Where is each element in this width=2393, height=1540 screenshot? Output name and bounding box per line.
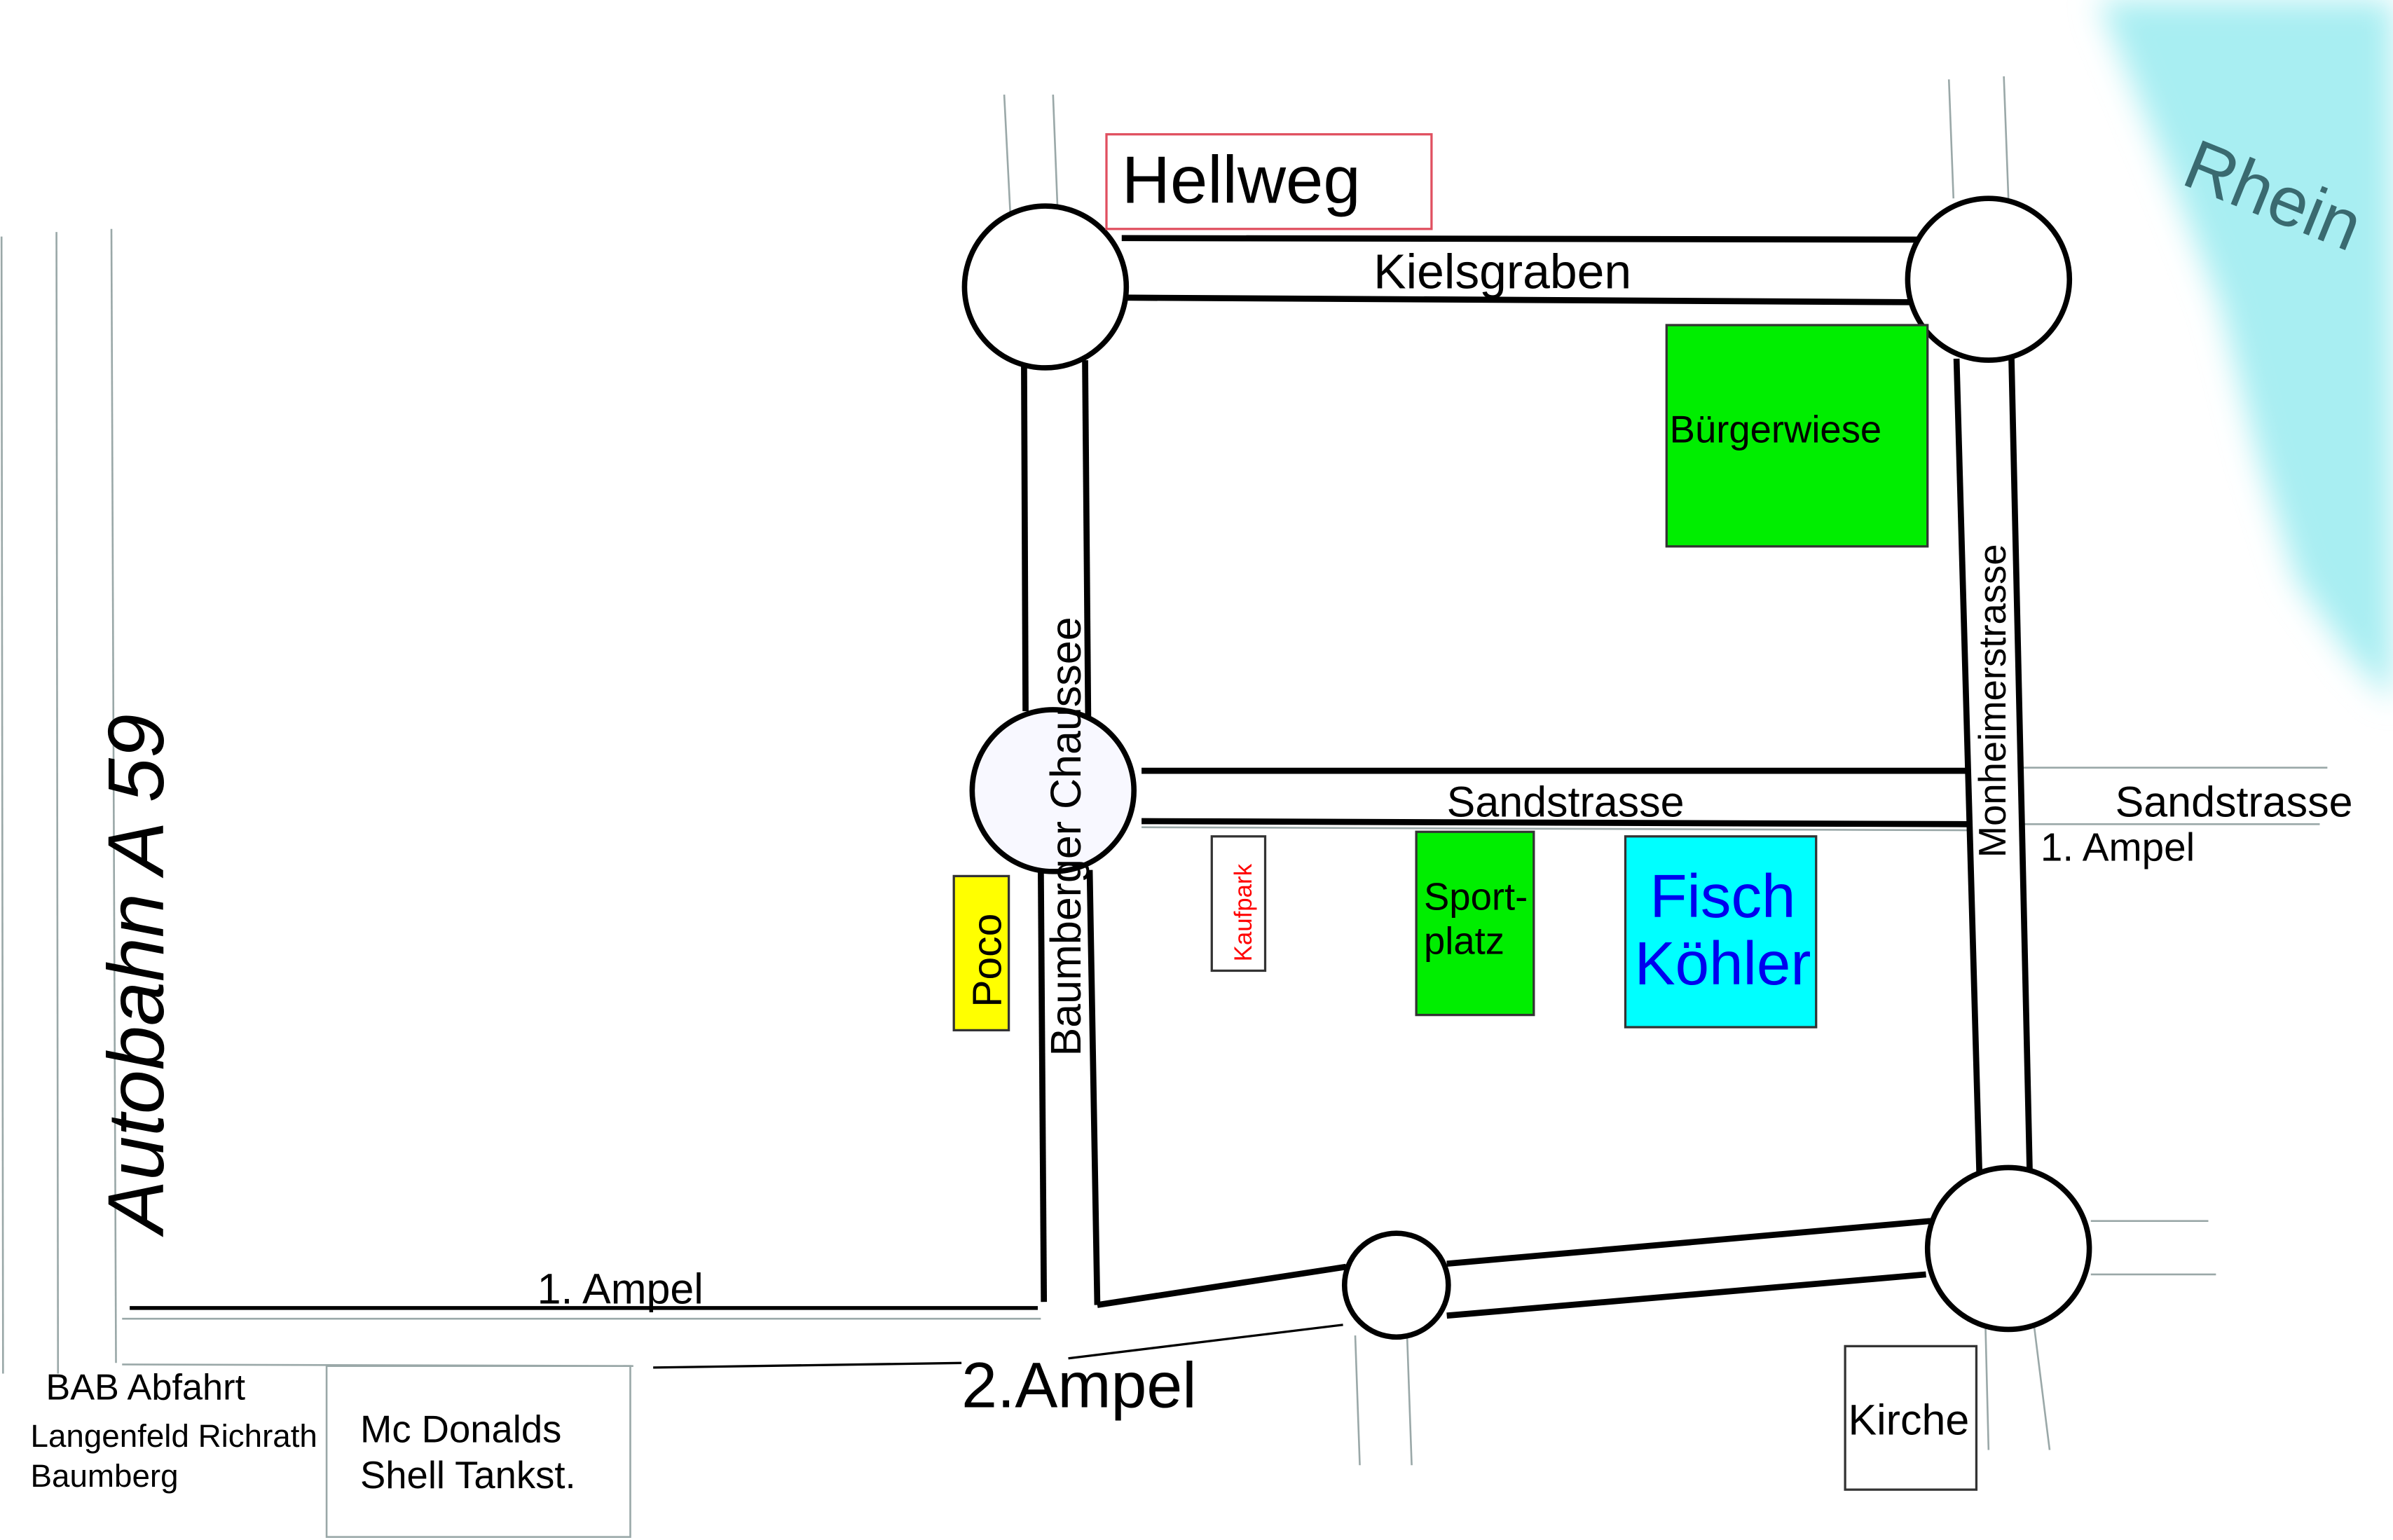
label-bab-line3: Baumberg bbox=[31, 1458, 179, 1494]
thin-lines bbox=[0, 76, 2328, 1466]
hellweg-box bbox=[1105, 133, 1433, 231]
fisch-koehler-box bbox=[1624, 835, 1818, 1029]
mcdonalds-box bbox=[325, 1365, 631, 1538]
place-hellweg: Hellweg bbox=[1122, 143, 1361, 218]
street-sandstrasse-east: Sandstrasse bbox=[2116, 778, 2353, 825]
roundabout-south bbox=[1341, 1230, 1451, 1340]
kaufpark-box bbox=[1210, 835, 1267, 972]
street-kielsgraben: Kielsgraben bbox=[1373, 245, 1631, 299]
place-fisch-line1: Fisch bbox=[1650, 862, 1795, 930]
place-sportplatz-line2: platz bbox=[1424, 919, 1504, 962]
place-kirche: Kirche bbox=[1848, 1396, 1969, 1444]
place-sportplatz-line1: Sport- bbox=[1424, 875, 1528, 918]
poco-box bbox=[952, 874, 1010, 1032]
place-fisch-line2: Köhler bbox=[1635, 930, 1811, 998]
place-buergerwiese: Bürgerwiese bbox=[1670, 408, 1882, 451]
river-rhein bbox=[2098, 0, 2393, 703]
roundabout-northeast bbox=[1905, 195, 2073, 363]
label-ampel-1-east: 1. Ampel bbox=[2041, 826, 2195, 870]
street-monheimerstrasse: Monheimerstrasse bbox=[1971, 544, 2014, 858]
roundabout-southeast bbox=[1924, 1164, 2092, 1333]
buergerwiese-box bbox=[1665, 324, 1929, 548]
label-bab-line2: Langenfeld Richrath bbox=[31, 1418, 317, 1454]
label-ampel-1-west: 1. Ampel bbox=[537, 1265, 704, 1312]
label-ampel-2: 2.Ampel bbox=[961, 1349, 1197, 1421]
street-sandstrasse: Sandstrasse bbox=[1447, 778, 1685, 825]
sportplatz-box bbox=[1415, 830, 1535, 1017]
roundabout-northwest bbox=[961, 203, 1130, 371]
place-mcdonalds-line1: Mc Donalds bbox=[360, 1408, 561, 1451]
place-poco: Poco bbox=[965, 914, 1010, 1008]
street-autobahn: Autobahn A 59 bbox=[92, 714, 181, 1237]
place-kaufpark: Kaufpark bbox=[1230, 863, 1257, 961]
street-baumberger-chaussee: Baumberger Chaussee bbox=[1042, 617, 1090, 1056]
label-bab-line1: BAB Abfahrt bbox=[46, 1368, 245, 1408]
place-mcdonalds-line2: Shell Tankst. bbox=[360, 1454, 576, 1497]
roads bbox=[130, 235, 2034, 1369]
kirche-box bbox=[1844, 1345, 1978, 1491]
roundabout-west bbox=[969, 707, 1137, 874]
